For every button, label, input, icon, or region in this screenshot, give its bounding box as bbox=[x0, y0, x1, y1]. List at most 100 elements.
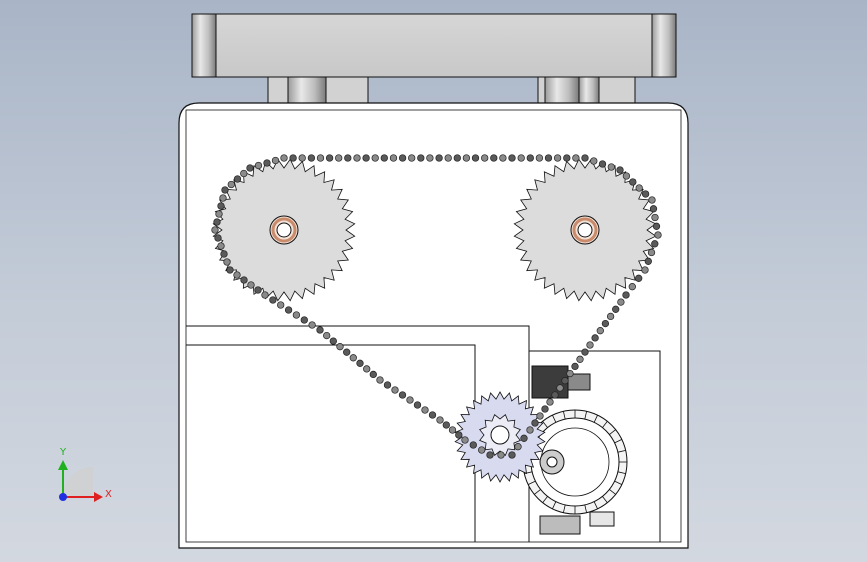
chain-link bbox=[344, 154, 352, 162]
chain-link bbox=[641, 266, 649, 274]
chain-link bbox=[546, 398, 554, 406]
chain-link bbox=[233, 271, 241, 279]
drive-sprocket[interactable] bbox=[454, 391, 546, 483]
chain-link bbox=[444, 154, 452, 162]
chain-link bbox=[316, 326, 324, 334]
chain-link bbox=[214, 234, 222, 242]
chain-link bbox=[336, 343, 344, 351]
chain-link bbox=[408, 154, 416, 162]
chain-link bbox=[499, 154, 507, 162]
chain-link bbox=[651, 240, 659, 248]
chain-link bbox=[280, 154, 288, 162]
chain-link bbox=[462, 154, 471, 162]
chain-link bbox=[517, 154, 525, 162]
chain-link bbox=[629, 178, 637, 186]
standoff-left bbox=[267, 76, 369, 104]
chain-link bbox=[213, 218, 221, 226]
chain-link bbox=[563, 154, 571, 162]
chain-link bbox=[535, 154, 544, 162]
chain-link bbox=[247, 281, 255, 289]
chain-link bbox=[635, 184, 643, 192]
chain-link bbox=[607, 163, 615, 171]
chain-link bbox=[323, 331, 331, 340]
chain-link bbox=[641, 190, 650, 198]
chain-link bbox=[652, 222, 661, 230]
chain-link bbox=[300, 316, 308, 324]
chain-link bbox=[233, 175, 242, 183]
chain-link bbox=[376, 376, 384, 384]
chain-link bbox=[497, 451, 505, 459]
chain-link bbox=[398, 154, 407, 162]
chain-link bbox=[469, 441, 477, 449]
chain-link bbox=[553, 154, 562, 162]
chain-link bbox=[413, 401, 422, 409]
chain-link bbox=[254, 286, 262, 294]
chain-link bbox=[490, 154, 498, 162]
chain-link bbox=[526, 426, 534, 434]
chain-link bbox=[389, 154, 398, 162]
chain-link bbox=[556, 384, 564, 392]
standoff-right bbox=[537, 76, 636, 104]
chain-link bbox=[581, 154, 589, 162]
chain-link bbox=[576, 355, 584, 363]
chain-link bbox=[598, 160, 607, 168]
chain-link bbox=[622, 172, 631, 180]
chain-link bbox=[298, 154, 306, 162]
chain-link bbox=[551, 391, 559, 399]
chain-link bbox=[406, 396, 414, 404]
chain-link bbox=[308, 321, 316, 329]
chain-link bbox=[448, 426, 457, 434]
chain-link bbox=[240, 169, 248, 178]
chain-link bbox=[648, 196, 656, 204]
chain-link bbox=[606, 312, 615, 321]
chain-link bbox=[635, 274, 643, 282]
top-mounting-plate[interactable] bbox=[191, 13, 677, 78]
chain-link bbox=[421, 406, 429, 414]
chain-link bbox=[442, 421, 450, 429]
chain-link bbox=[591, 334, 599, 342]
chain-link bbox=[426, 154, 434, 162]
chain-link bbox=[654, 231, 662, 239]
chain-link bbox=[561, 377, 569, 385]
chain-link bbox=[435, 154, 443, 162]
chain-link bbox=[353, 154, 361, 162]
chain-link bbox=[307, 154, 316, 162]
chain-link bbox=[616, 166, 624, 174]
chain-link bbox=[277, 301, 285, 309]
chain-link bbox=[356, 359, 364, 367]
chain-link bbox=[398, 391, 407, 399]
chain-link bbox=[508, 451, 516, 459]
chain-link bbox=[362, 154, 370, 162]
chain-link bbox=[217, 242, 225, 250]
chain-link bbox=[481, 154, 489, 162]
chain-link bbox=[617, 298, 625, 306]
chain-link bbox=[223, 258, 231, 266]
chain-link bbox=[254, 161, 263, 170]
driven-sprocket-right[interactable] bbox=[513, 158, 657, 302]
chain-link bbox=[227, 180, 235, 189]
motor-assembly[interactable] bbox=[522, 365, 628, 535]
driven-sprocket-left[interactable] bbox=[212, 158, 356, 302]
chain-link bbox=[622, 291, 630, 299]
chain-link bbox=[371, 154, 379, 162]
chain-link bbox=[436, 416, 444, 424]
chain-link bbox=[284, 306, 293, 314]
chain-link bbox=[536, 412, 544, 420]
chain-link bbox=[581, 348, 589, 356]
chain-link bbox=[572, 154, 580, 162]
chain-link bbox=[221, 186, 229, 194]
roller-chain[interactable] bbox=[211, 154, 662, 459]
chain-link bbox=[520, 434, 528, 442]
chain-link bbox=[508, 154, 516, 162]
chain-link bbox=[316, 154, 325, 162]
chain-link bbox=[220, 250, 228, 258]
chain-link bbox=[380, 154, 388, 162]
chain-link bbox=[601, 319, 610, 328]
chain-link bbox=[211, 226, 219, 234]
chain-link bbox=[335, 154, 343, 162]
chain-link bbox=[590, 157, 598, 165]
chain-link bbox=[246, 164, 254, 172]
chain-link bbox=[391, 386, 399, 394]
